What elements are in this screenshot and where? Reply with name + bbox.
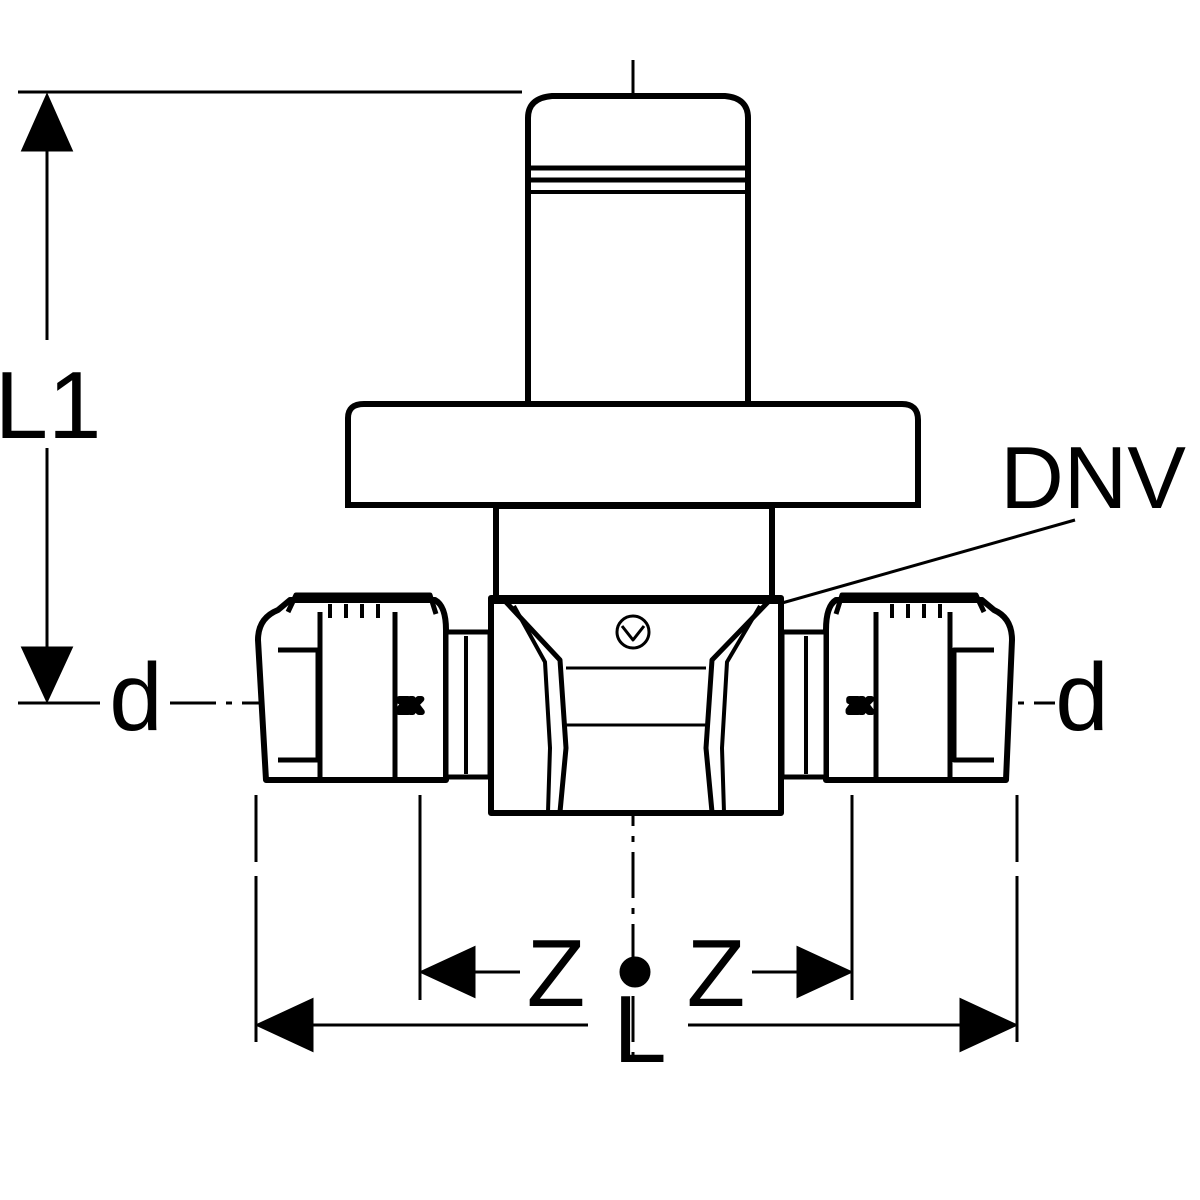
bore-right-inner (720, 604, 762, 813)
brand-logo-icon (615, 614, 651, 650)
dimension-l1 (18, 90, 522, 705)
z-arrow-right-icon (796, 945, 854, 999)
right-connector: ZK (779, 592, 1015, 783)
dimension-z (418, 945, 854, 999)
l-arrow-left-icon (254, 997, 314, 1053)
left-connector: ZK (255, 592, 493, 783)
cap-top (525, 93, 751, 405)
d-label-left: d (109, 644, 162, 751)
brand-logo-mark (620, 625, 646, 642)
bore-left-inner (512, 605, 552, 813)
l-arrow-right-icon (959, 997, 1019, 1053)
left-connector-grip (285, 592, 439, 615)
l1-label: L1 (0, 352, 101, 459)
z-label-right: Z (687, 920, 746, 1027)
valve-body (488, 503, 784, 816)
flange-plate (345, 401, 921, 508)
left-connector-housing (255, 597, 449, 783)
z-arrow-left-icon (418, 945, 476, 999)
flange (345, 401, 921, 508)
left-grip-teeth (328, 604, 380, 618)
bore-right (703, 598, 772, 813)
right-connector-window (951, 647, 994, 763)
l1-arrow-bottom-icon (20, 646, 74, 704)
body-neck (493, 503, 775, 601)
right-connector-housing (823, 597, 1015, 783)
dnv-label: DNV (1000, 428, 1186, 527)
right-connector-mark: ZK (848, 696, 872, 716)
bore-left (502, 598, 569, 813)
l-label: L (613, 976, 666, 1083)
d-label-right: d (1055, 644, 1108, 751)
z-center-dot-icon (619, 956, 651, 988)
right-grip-teeth (890, 604, 942, 618)
z-label-left: Z (527, 920, 586, 1027)
left-connector-window (278, 647, 321, 763)
left-connector-mark: ZK (398, 696, 422, 716)
bottom-extension-lines (254, 795, 1019, 1042)
dnv-leader-line (781, 518, 1076, 605)
valve-stem (525, 93, 751, 405)
dnv-leader (781, 518, 1076, 605)
right-connector-grip (833, 592, 987, 615)
l1-arrow-top-icon (20, 92, 74, 152)
dimension-l (254, 997, 1019, 1053)
